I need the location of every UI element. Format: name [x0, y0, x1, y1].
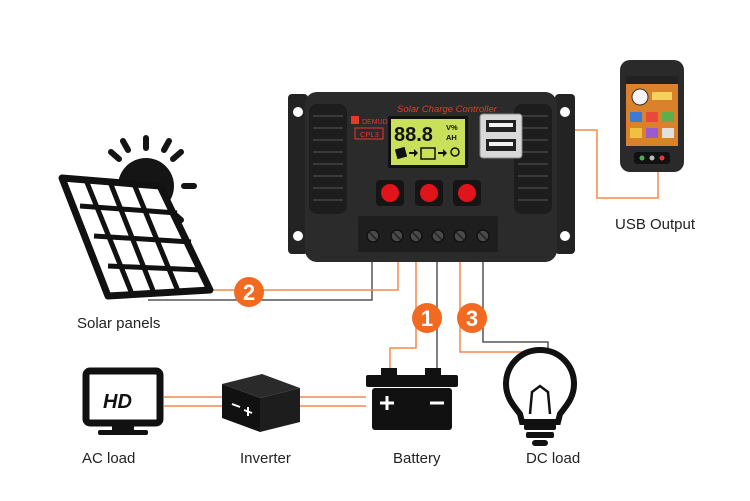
side-grips [309, 104, 552, 214]
lcd-panel-icon [394, 146, 408, 160]
button-middle[interactable] [420, 184, 438, 202]
label-usb-output: USB Output [615, 216, 696, 233]
marker-2-label: 2 [243, 280, 255, 305]
mounting-ear-left [288, 94, 308, 254]
battery-icon [366, 368, 458, 430]
tv-hd-text: HD [103, 391, 132, 413]
smartphone-icon [620, 60, 684, 172]
mounting-ear-right [555, 94, 575, 254]
label-solar-panels: Solar panels [77, 315, 161, 332]
charge-controller: Solar Charge Controller DEMUDA CPL3 88.8… [288, 92, 575, 262]
lcd-arrow-icon [409, 149, 418, 157]
button-left[interactable] [381, 184, 399, 202]
brand-logo-mark [351, 116, 359, 124]
controller-model: CPL3 [360, 130, 379, 139]
controller-model-badge [354, 127, 384, 140]
marker-2: 2 [234, 277, 264, 307]
marker-1-label: 1 [421, 306, 433, 331]
lcd-flow-icons [394, 146, 460, 160]
lcd-arrow-icon-2 [438, 149, 447, 157]
label-battery: Battery [393, 450, 441, 467]
button-right[interactable] [458, 184, 476, 202]
wire-dcload-negative [482, 258, 549, 358]
lcd-digits: 88.8 [394, 124, 433, 146]
wire-battery-positive [389, 258, 417, 370]
label-ac-load: AC load [82, 450, 136, 467]
marker-1: 1 [412, 303, 442, 333]
lcd-battery-icon [420, 147, 436, 160]
lcd-units-top: V% [446, 123, 458, 132]
controller-title: Solar Charge Controller [397, 104, 498, 115]
terminal-block [358, 216, 498, 252]
controller-brand: DEMUDA [362, 119, 393, 126]
marker-3-label: 3 [466, 306, 478, 331]
wire-solar-negative [190, 258, 399, 291]
label-inverter: Inverter [240, 450, 291, 467]
solar-panel-icon [58, 174, 214, 300]
light-bulb-icon [502, 346, 578, 446]
label-dc-load: DC load [526, 450, 581, 467]
marker-3: 3 [457, 303, 487, 333]
inverter-icon [222, 374, 300, 432]
lcd-units-bottom: AH [446, 133, 457, 142]
lcd-bulb-icon [450, 147, 460, 157]
tv-icon: HD [82, 367, 164, 435]
control-buttons [376, 180, 481, 206]
wire-solar-positive [148, 258, 373, 301]
